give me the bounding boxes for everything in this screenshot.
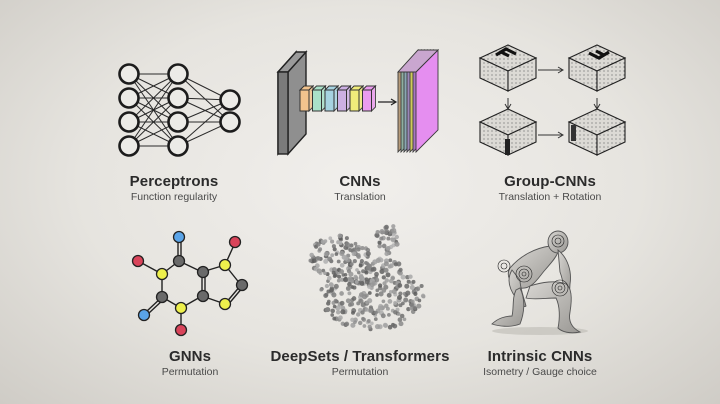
panel-title: Perceptrons [129,173,219,190]
panel-cnns: CNNs Translation [260,173,460,203]
panel-subtitle: Permutation [331,366,389,378]
panel-gnns: GNNs Permutation [90,348,290,378]
panel-group-cnns: Group-CNNs Translation + Rotation [450,173,650,203]
neural-network-icon [118,63,241,157]
panel-subtitle: Permutation [161,366,219,378]
point-cloud-bunny-icon [308,224,426,332]
rotated-cube-icon [478,44,627,156]
panel-title: DeepSets / Transformers [270,348,450,365]
panel-perceptrons: Perceptrons Function regularity [74,173,274,203]
panel-subtitle: Function regularity [130,191,218,203]
panel-deepsets: DeepSets / Transformers Permutation [240,348,480,378]
molecule-graph-icon [131,230,249,337]
panel-subtitle: Translation + Rotation [498,191,602,203]
panel-title: Group-CNNs [504,173,596,190]
panel-subtitle: Isometry / Gauge choice [483,366,597,378]
convolution-icon [276,48,440,156]
panel-intrinsic-cnns: Intrinsic CNNs Isometry / Gauge choice [440,348,640,378]
panel-title: Intrinsic CNNs [487,348,593,365]
panel-subtitle: Translation [334,191,386,203]
kneeling-figure-mesh-icon [491,230,588,335]
panel-title: GNNs [168,348,212,365]
panel-title: CNNs [339,173,381,190]
